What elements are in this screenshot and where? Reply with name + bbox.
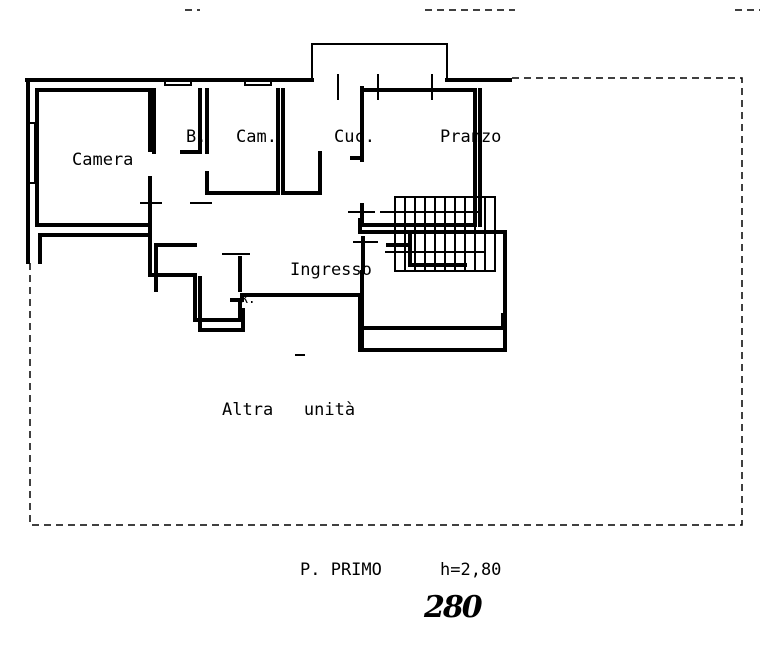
height-label: h=2,80 [440, 560, 502, 580]
handwritten-number: 280 [424, 590, 483, 625]
room-label-ripostiglio: R. [240, 292, 256, 307]
balcony-outline [311, 43, 448, 79]
room-label-bagno: B. [186, 127, 207, 147]
room-label-pranzo: Pranzo [440, 127, 502, 147]
other-unit-boundary [29, 77, 743, 526]
room-label-ingresso: Ingresso [290, 260, 372, 280]
room-label-altra-unita: Altra unità [222, 400, 356, 420]
room-label-cucina: Cuc. [334, 127, 375, 147]
room-label-camera: Camera [72, 150, 134, 170]
floor-label: P. PRIMO [300, 560, 382, 580]
room-label-camera2: Cam. [236, 127, 277, 147]
